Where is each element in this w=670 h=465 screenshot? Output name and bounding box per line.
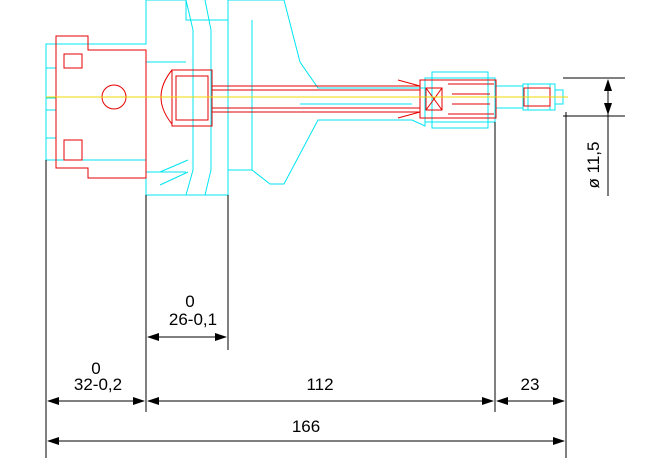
label-shank-upper: 0 bbox=[185, 292, 194, 311]
extension-lines bbox=[45, 77, 625, 458]
label-flange-upper: 0 bbox=[91, 359, 100, 378]
label-projection: 23 bbox=[521, 375, 540, 394]
label-tool-length: 112 bbox=[306, 375, 333, 394]
label-overall-length: 166 bbox=[292, 417, 320, 436]
label-shank-length: 26-0,1 bbox=[169, 310, 217, 329]
label-flange-length: 32-0,2 bbox=[74, 375, 122, 394]
label-diameter: ø 11,5 bbox=[584, 142, 603, 189]
section-parts bbox=[55, 35, 551, 179]
dimension-labels: 0 26-0,1 0 32-0,2 112 23 166 ø 11,5 bbox=[74, 142, 603, 436]
dimension-lines bbox=[47, 79, 612, 445]
